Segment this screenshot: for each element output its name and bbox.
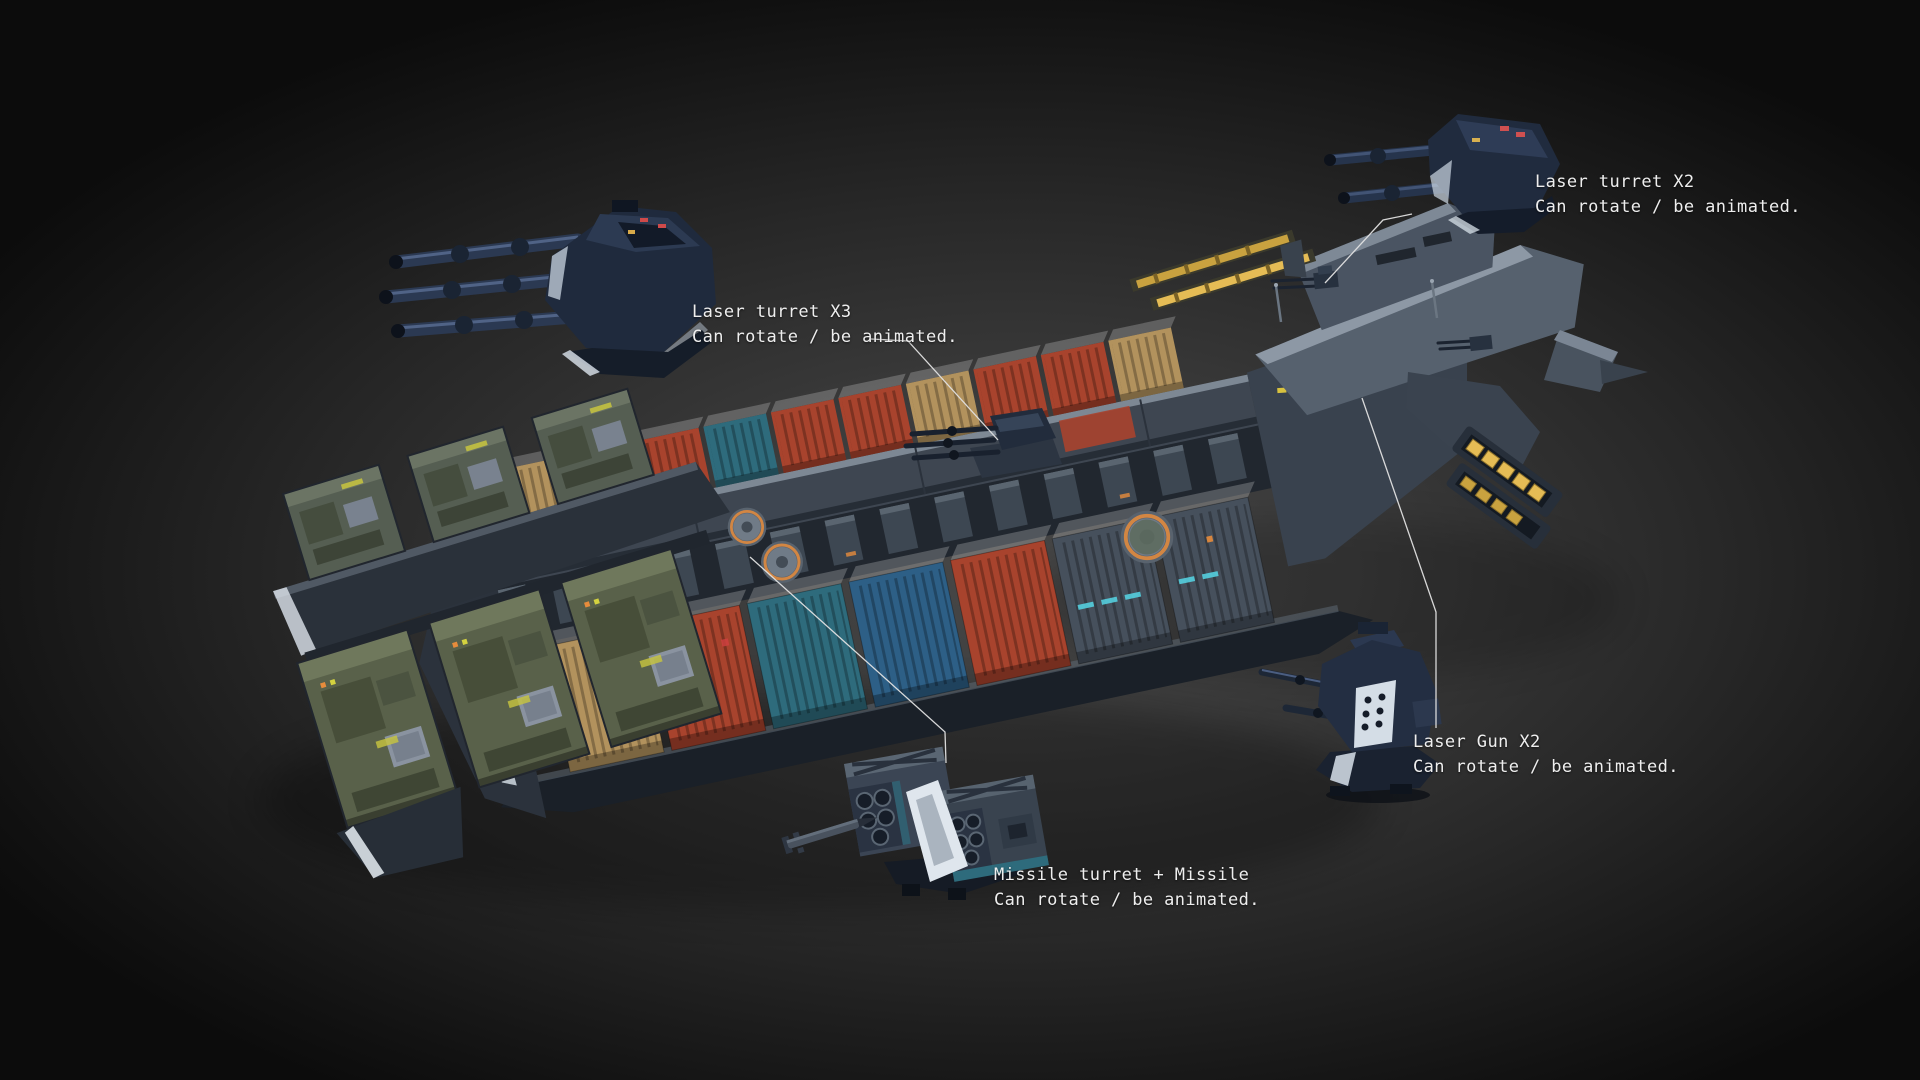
callout-laser-turret-x2: Laser turret X2 Can rotate / be animated… <box>1535 170 1801 220</box>
callout-title: Laser Gun X2 <box>1413 732 1541 752</box>
callout-laser-gun-x2: Laser Gun X2 Can rotate / be animated. <box>1413 730 1679 780</box>
laser-gun-x2-render <box>1258 622 1442 803</box>
mounted-laser-turret-x3 <box>903 408 1062 478</box>
callout-subtitle: Can rotate / be animated. <box>994 890 1260 910</box>
stern-pod-cluster <box>273 387 730 879</box>
bridge-superstructure <box>1129 203 1584 416</box>
laser-turret-x2-render <box>1324 114 1560 234</box>
callout-line-missile-turret <box>749 556 947 764</box>
dome-mount-2 <box>759 539 805 585</box>
laser-turret-x3-render <box>379 200 716 378</box>
callout-title: Missile turret + Missile <box>994 865 1250 885</box>
callout-subtitle: Can rotate / be animated. <box>692 327 958 347</box>
callout-subtitle: Can rotate / be animated. <box>1535 197 1801 217</box>
missile-turret-render <box>781 746 1049 900</box>
front-container-row <box>540 480 1285 773</box>
callout-line-laser-turret-x3 <box>870 338 999 441</box>
missile-render <box>781 817 878 855</box>
dome-mount-3 <box>1118 508 1176 566</box>
mounted-turret-secondary <box>1436 334 1493 352</box>
callout-lines <box>749 213 1437 764</box>
callout-title: Laser turret X3 <box>692 302 852 322</box>
bow-glow-fins <box>1446 426 1563 549</box>
gold-antenna-rails <box>1129 229 1317 311</box>
callout-line-laser-gun-x2 <box>1361 397 1437 728</box>
dome-mount-1 <box>726 506 768 548</box>
antenna-masts <box>1274 279 1439 323</box>
callout-laser-turret-x3: Laser turret X3 Can rotate / be animated… <box>692 300 958 350</box>
callout-title: Laser turret X2 <box>1535 172 1695 192</box>
bow-assembly <box>1406 330 1648 549</box>
callout-missile-turret: Missile turret + Missile Can rotate / be… <box>994 863 1260 913</box>
callout-line-laser-turret-x2 <box>1324 213 1413 284</box>
callout-subtitle: Can rotate / be animated. <box>1413 757 1679 777</box>
